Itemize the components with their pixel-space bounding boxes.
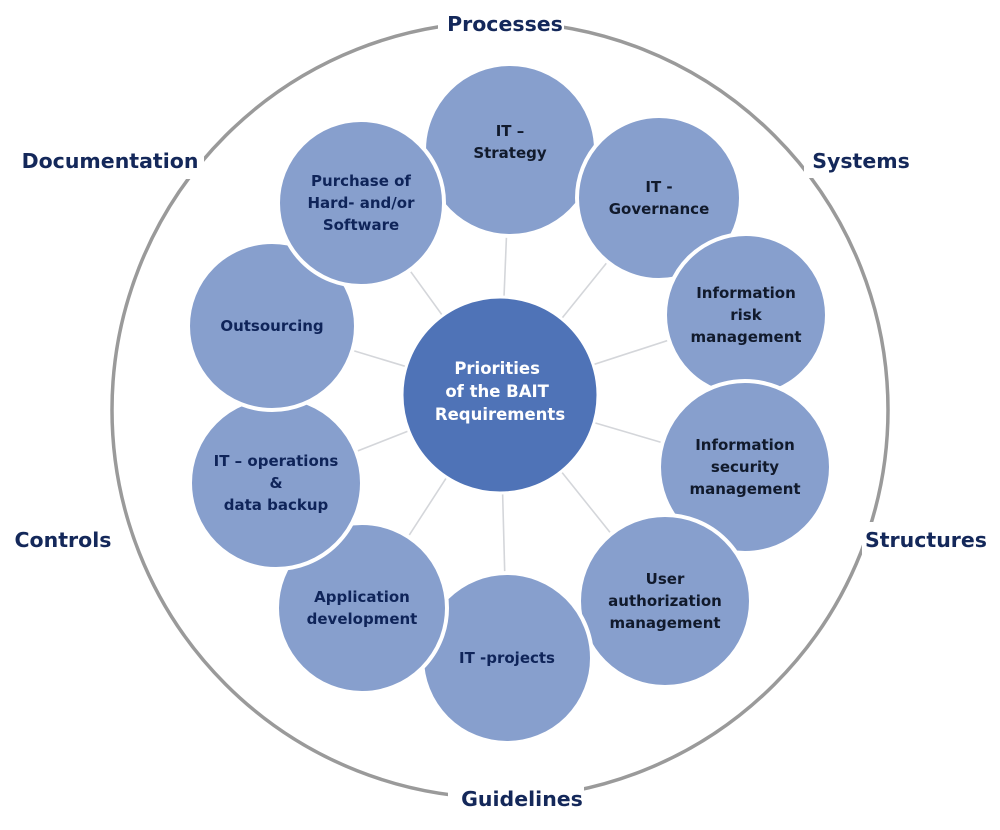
node-it-operations-data-backup[interactable]: IT – operations & data backup [188, 395, 364, 571]
node-label-line: IT -projects [459, 649, 555, 667]
center-node[interactable]: Priorities of the BAIT Requirements [400, 295, 600, 495]
node-it-projects[interactable]: IT -projects [420, 571, 594, 745]
node-label-line: User [646, 570, 685, 588]
node-label-line: management [690, 328, 801, 346]
outer-label-systems: Systems [812, 149, 910, 173]
node-circle-information-security-management[interactable] [657, 379, 833, 555]
outer-label-structures: Structures [865, 528, 987, 552]
node-label-it-governance: IT - Governance [609, 178, 710, 218]
node-label-information-security-management: Information security management [689, 436, 800, 498]
outer-label-controls: Controls [15, 528, 112, 552]
outer-label-processes: Processes [447, 12, 563, 36]
node-label-line: management [689, 480, 800, 498]
node-circle-outsourcing[interactable] [186, 240, 358, 412]
node-label-line: Application [314, 588, 410, 606]
node-label-information-risk-management: Information risk management [690, 284, 801, 346]
center-circle[interactable] [400, 295, 600, 495]
node-application-development[interactable]: Application development [275, 521, 449, 695]
node-information-security-management[interactable]: Information security management [657, 379, 833, 555]
node-label-line: & [269, 474, 282, 492]
node-label-line: risk [730, 306, 762, 324]
center-label: Priorities of the BAIT Requirements [435, 359, 565, 424]
node-circle-application-development[interactable] [275, 521, 449, 695]
node-information-risk-management[interactable]: Information risk management [663, 232, 829, 398]
center-label-line: Priorities [454, 359, 540, 378]
node-label-line: IT - [645, 178, 672, 196]
node-outsourcing[interactable]: Outsourcing [186, 240, 358, 412]
node-it-strategy[interactable]: IT – Strategy [422, 62, 598, 238]
label-gap-structures [862, 522, 990, 558]
node-label-it-operations-data-backup: IT – operations & data backup [214, 452, 339, 514]
outer-label-guidelines: Guidelines [461, 787, 583, 811]
node-label-line: management [609, 614, 720, 632]
label-gap-documentation [14, 143, 204, 179]
node-label-line: authorization [608, 592, 722, 610]
node-label-line: Governance [609, 200, 710, 218]
node-label-line: data backup [224, 496, 329, 514]
label-gap-controls [4, 522, 116, 558]
node-label-line: Outsourcing [220, 317, 323, 335]
node-it-governance[interactable]: IT - Governance [575, 114, 743, 282]
node-label-line: Software [323, 216, 399, 234]
label-gap-processes [438, 6, 564, 40]
node-label-outsourcing: Outsourcing [220, 317, 323, 335]
node-circle-it-governance[interactable] [575, 114, 743, 282]
node-label-line: Strategy [473, 144, 547, 162]
center-label-line: Requirements [435, 405, 565, 424]
outer-label-documentation: Documentation [22, 149, 199, 173]
node-circle-purchase-hardware-software[interactable] [276, 118, 446, 288]
node-user-authorization-management[interactable]: User authorization management [577, 513, 753, 689]
node-label-it-projects: IT -projects [459, 649, 555, 667]
node-label-line: Information [696, 284, 796, 302]
node-label-line: Hard- and/or [308, 194, 416, 212]
outer-labels: Processes Systems Structures Guidelines … [4, 6, 990, 816]
node-label-line: development [307, 610, 418, 628]
center-label-line: of the BAIT [445, 382, 549, 401]
node-label-line: security [711, 458, 779, 476]
label-gap-systems [804, 142, 912, 178]
node-label-line: Information [695, 436, 795, 454]
node-circle-user-authorization-management[interactable] [577, 513, 753, 689]
node-label-application-development: Application development [307, 588, 418, 628]
node-label-line: IT – operations [214, 452, 339, 470]
node-label-it-strategy: IT – Strategy [473, 122, 547, 162]
node-label-line: Purchase of [311, 172, 411, 190]
node-label-user-authorization-management: User authorization management [608, 570, 722, 632]
label-gap-guidelines [448, 780, 584, 816]
node-label-line: IT – [496, 122, 525, 140]
